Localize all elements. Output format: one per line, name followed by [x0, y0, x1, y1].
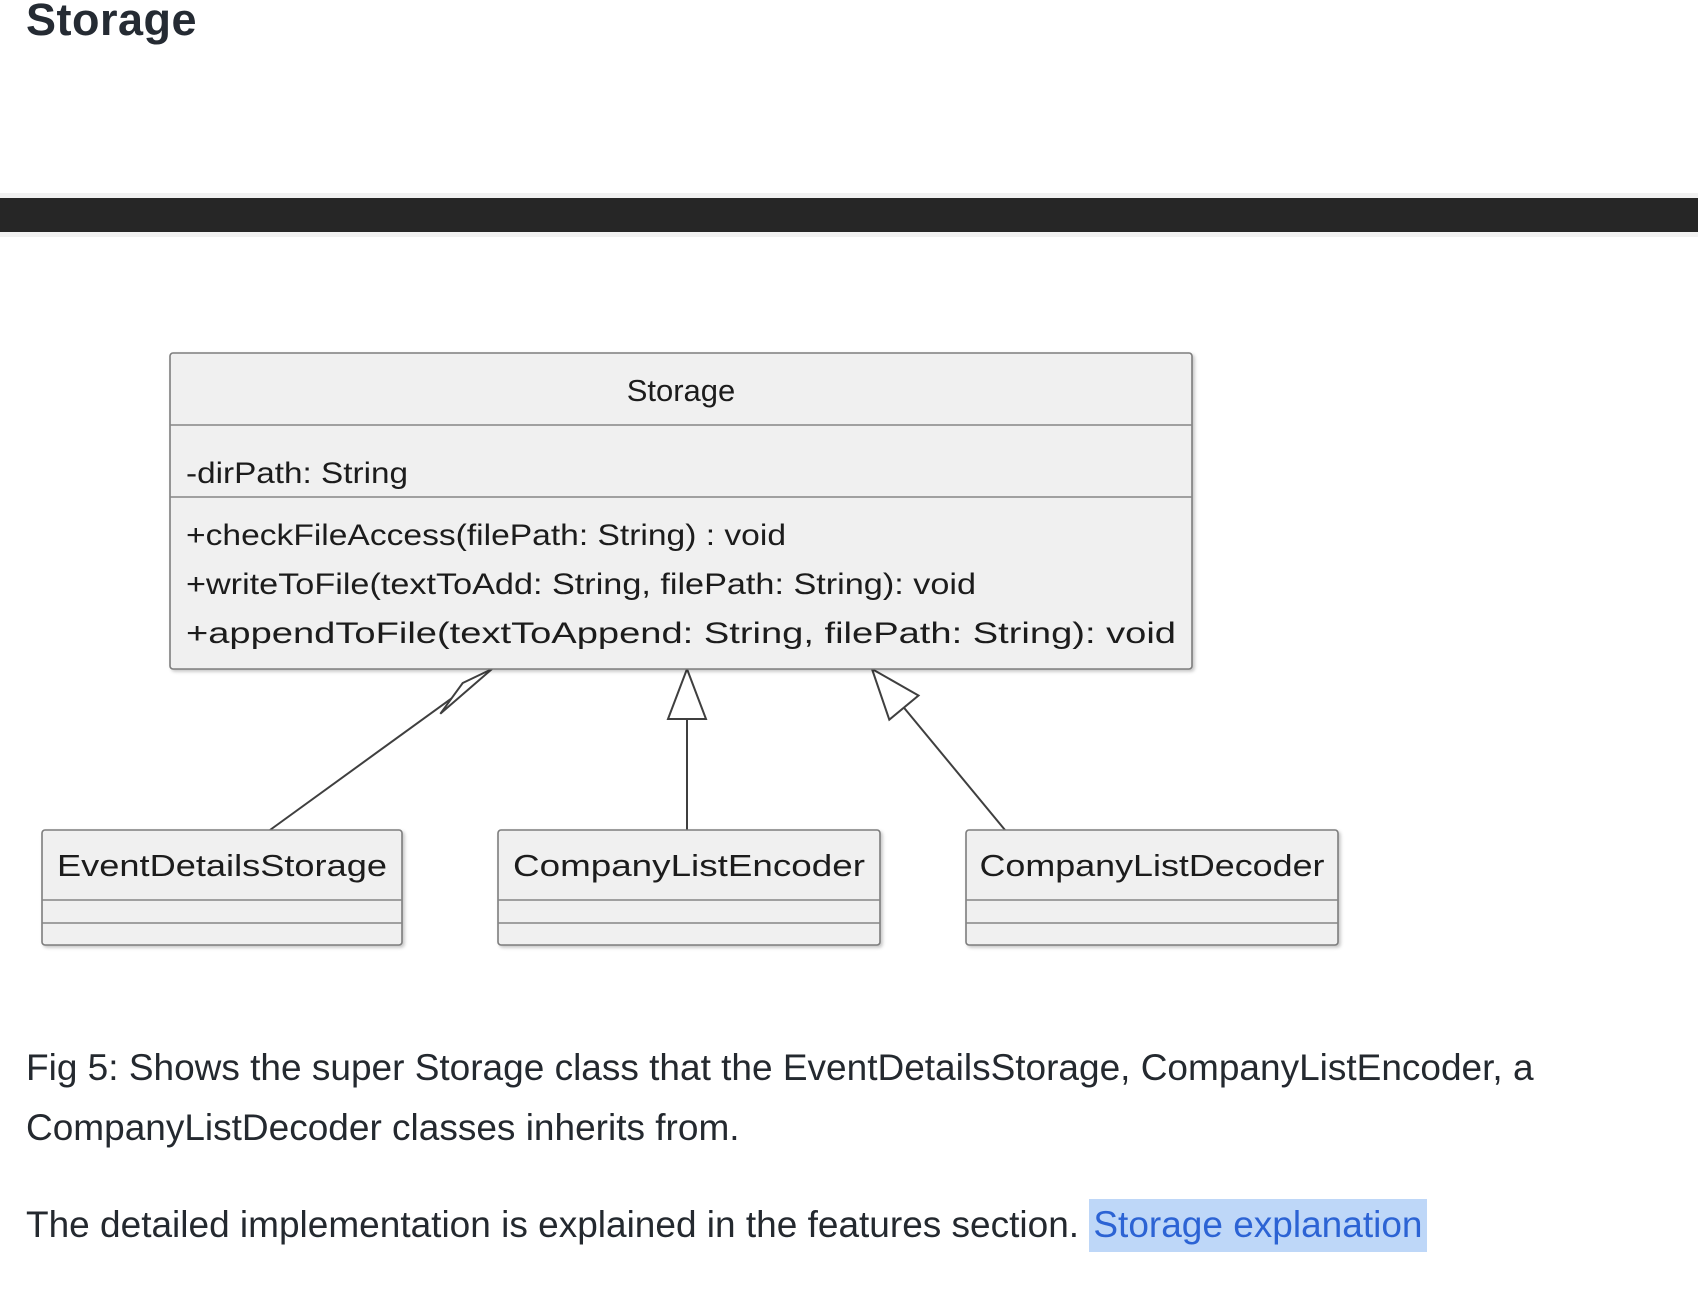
eventdetailsstorage-class-box: EventDetailsStorage: [41, 829, 403, 946]
inheritance-arrow-companylistencoder: [666, 666, 708, 830]
hollow-triangle-arrowhead-icon: [666, 666, 708, 720]
class-box-outline: [497, 829, 881, 946]
class-box-outline: [965, 829, 1339, 946]
uml-class-diagram: Storage -dirPath: String +checkFileAcces…: [41, 352, 1339, 946]
storage-class-box: Storage -dirPath: String +checkFileAcces…: [169, 352, 1193, 670]
class-box-outline: [41, 829, 403, 946]
storage-method: +appendToFile(textToAppend: String, file…: [186, 617, 1176, 650]
class-box-outline: [169, 352, 1193, 670]
figure-caption-line1: Fig 5: Shows the super Storage class tha…: [26, 1047, 1534, 1088]
horizontal-divider-bar: [0, 193, 1698, 237]
subclass-title: CompanyListDecoder: [980, 848, 1325, 883]
figure-caption: Fig 5: Shows the super Storage class tha…: [26, 1038, 1698, 1158]
inheritance-edge-line: [269, 697, 453, 831]
inheritance-edge-line: [903, 706, 1006, 831]
paragraph-text: The detailed implementation is explained…: [26, 1204, 1090, 1245]
inheritance-arrow-companylistdecoder: [870, 666, 1006, 831]
companylistdecoder-class-box: CompanyListDecoder: [965, 829, 1339, 946]
storage-method: +writeToFile(textToAdd: String, filePath…: [186, 568, 976, 601]
subclass-title: CompanyListEncoder: [513, 848, 865, 883]
companylistencoder-class-box: CompanyListEncoder: [497, 829, 881, 946]
hollow-triangle-arrowhead-icon: [439, 668, 493, 715]
inheritance-arrow-eventdetailsstorage: [269, 668, 493, 831]
body-paragraph: The detailed implementation is explained…: [26, 1196, 1698, 1254]
storage-attribute: -dirPath: String: [186, 457, 408, 490]
storage-class-title: Storage: [627, 373, 736, 408]
page-heading: Storage: [26, 0, 198, 45]
uml-diagram-figure: Storage -dirPath: String +checkFileAcces…: [0, 240, 1698, 1030]
storage-explanation-link[interactable]: Storage explanation: [1089, 1199, 1427, 1252]
figure-caption-line2: CompanyListDecoder classes inherits from…: [26, 1107, 740, 1148]
storage-method: +checkFileAccess(filePath: String) : voi…: [186, 519, 786, 552]
subclass-title: EventDetailsStorage: [57, 848, 387, 883]
hollow-triangle-arrowhead-icon: [870, 666, 921, 722]
